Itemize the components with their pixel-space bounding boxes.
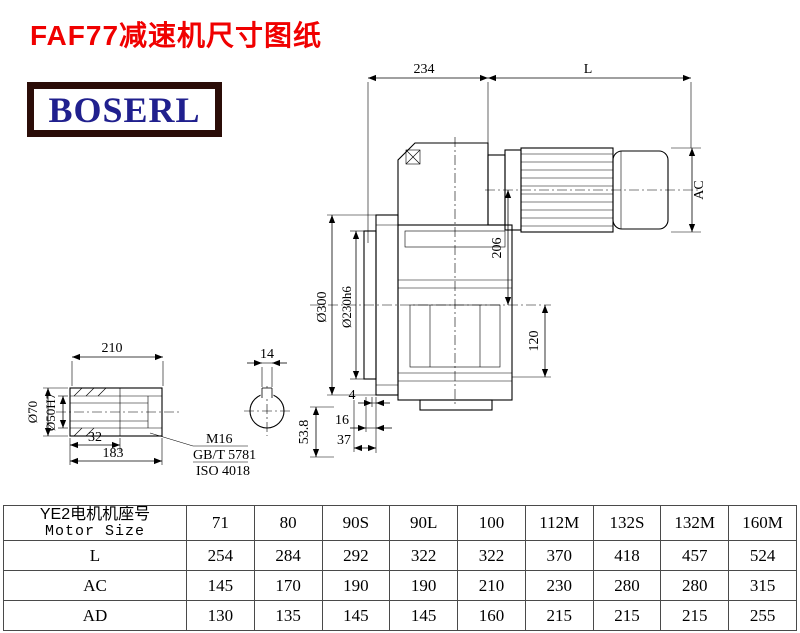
table-row-L: L 254 284 292 322 322 370 418 457 524 <box>3 540 797 572</box>
dim-value-cell: 190 <box>389 570 459 602</box>
flange-diameter-dimensions: Ø300 Ø230h6 <box>315 214 398 396</box>
dim-value-cell: 130 <box>186 600 255 632</box>
axial-dimensions: 4 16 37 53.8 <box>297 388 392 458</box>
dim-37-label: 37 <box>337 433 351 448</box>
shaft-section-view: 14 <box>247 347 287 429</box>
output-shaft-view: 210 Ø70 Ø50H7 <box>25 341 164 465</box>
dim-value-cell: 322 <box>457 540 526 572</box>
dim-value-cell: 370 <box>524 540 594 572</box>
frame-size-header: 80 <box>253 504 323 542</box>
top-dimensions: 234 L <box>367 62 692 243</box>
standard-gb-label: GB/T 5781 <box>193 448 256 463</box>
thread-callout: M16 GB/T 5781 ISO 4018 <box>149 432 256 479</box>
dim-L-label: L <box>584 62 593 77</box>
frame-size-header: 160M <box>728 504 797 542</box>
table-row-AD: AD 130 135 145 145 160 215 215 215 255 <box>3 600 797 632</box>
motor-size-header-cn: YE2电机机座号 <box>39 506 151 523</box>
motor-height-dimension: AC <box>671 147 707 233</box>
dim-206-label: 206 <box>490 238 505 259</box>
dim-16-label: 16 <box>335 413 349 428</box>
dim-flange-od-label: Ø300 <box>315 291 330 322</box>
dim-row-label: AD <box>3 600 187 632</box>
dim-value-cell: 280 <box>592 570 662 602</box>
motor-dimension-table: YE2电机机座号 Motor Size 71 80 90S 90L 100 11… <box>3 504 797 632</box>
dim-120-label: 120 <box>527 331 542 352</box>
technical-drawing: 234 L AC <box>25 62 707 479</box>
motor-size-header-en: Motor Size <box>44 522 145 540</box>
bottom-height-dimension: 120 <box>512 305 551 378</box>
dim-14-label: 14 <box>260 347 274 362</box>
boserl-logo-text: BOSERL <box>48 89 201 130</box>
dim-value-cell: 322 <box>389 540 459 572</box>
motor-size-header-cell: YE2电机机座号 Motor Size <box>3 504 187 542</box>
dim-value-cell: 230 <box>524 570 594 602</box>
dim-value-cell: 284 <box>253 540 323 572</box>
frame-size-header: 132M <box>660 504 730 542</box>
dim-value-cell: 292 <box>321 540 391 572</box>
frame-size-header: 90S <box>321 504 391 542</box>
dim-flange-pilot-label: Ø230h6 <box>339 286 354 328</box>
dim-value-cell: 280 <box>660 570 730 602</box>
boserl-logo: BOSERL <box>27 82 222 137</box>
dim-value-cell: 418 <box>592 540 662 572</box>
page-title: FAF77减速机尺寸图纸 <box>30 20 323 51</box>
dim-value-cell: 254 <box>186 540 255 572</box>
centerlines <box>56 137 700 436</box>
dim-210-label: 210 <box>102 341 123 356</box>
dim-70-label: Ø70 <box>25 401 40 423</box>
dim-value-cell: 215 <box>660 600 730 632</box>
dim-value-cell: 190 <box>321 570 391 602</box>
dim-value-cell: 457 <box>660 540 730 572</box>
frame-size-header: 71 <box>186 504 255 542</box>
table-header-row: YE2电机机座号 Motor Size 71 80 90S 90L 100 11… <box>3 504 797 542</box>
table-row-AC: AC 145 170 190 190 210 230 280 280 315 <box>3 570 797 602</box>
dim-value-cell: 215 <box>524 600 594 632</box>
dim-value-cell: 315 <box>728 570 797 602</box>
dim-53-8-label: 53.8 <box>297 420 312 445</box>
frame-size-header: 132S <box>592 504 662 542</box>
dim-32-label: 32 <box>88 430 102 445</box>
dim-50h7-label: Ø50H7 <box>43 392 58 431</box>
dim-AC-label: AC <box>692 180 707 199</box>
dim-value-cell: 524 <box>728 540 797 572</box>
dim-value-cell: 170 <box>253 570 323 602</box>
dim-234-label: 234 <box>414 62 435 77</box>
dim-value-cell: 215 <box>592 600 662 632</box>
dim-value-cell: 160 <box>457 600 526 632</box>
standard-iso-label: ISO 4018 <box>196 464 250 479</box>
dim-row-label: AC <box>3 570 187 602</box>
dim-row-label: L <box>3 540 187 572</box>
dim-4-label: 4 <box>349 388 356 403</box>
frame-size-header: 90L <box>389 504 459 542</box>
gearbox-outline <box>397 142 513 411</box>
frame-size-header: 112M <box>524 504 594 542</box>
dim-value-cell: 145 <box>186 570 255 602</box>
dim-value-cell: 255 <box>728 600 797 632</box>
dim-value-cell: 210 <box>457 570 526 602</box>
dim-value-cell: 135 <box>253 600 323 632</box>
center-distance-dimension: 206 <box>490 190 512 305</box>
thread-label: M16 <box>206 432 232 447</box>
dim-value-cell: 145 <box>321 600 391 632</box>
dim-183-label: 183 <box>103 446 124 461</box>
frame-size-header: 100 <box>457 504 526 542</box>
dim-value-cell: 145 <box>389 600 459 632</box>
